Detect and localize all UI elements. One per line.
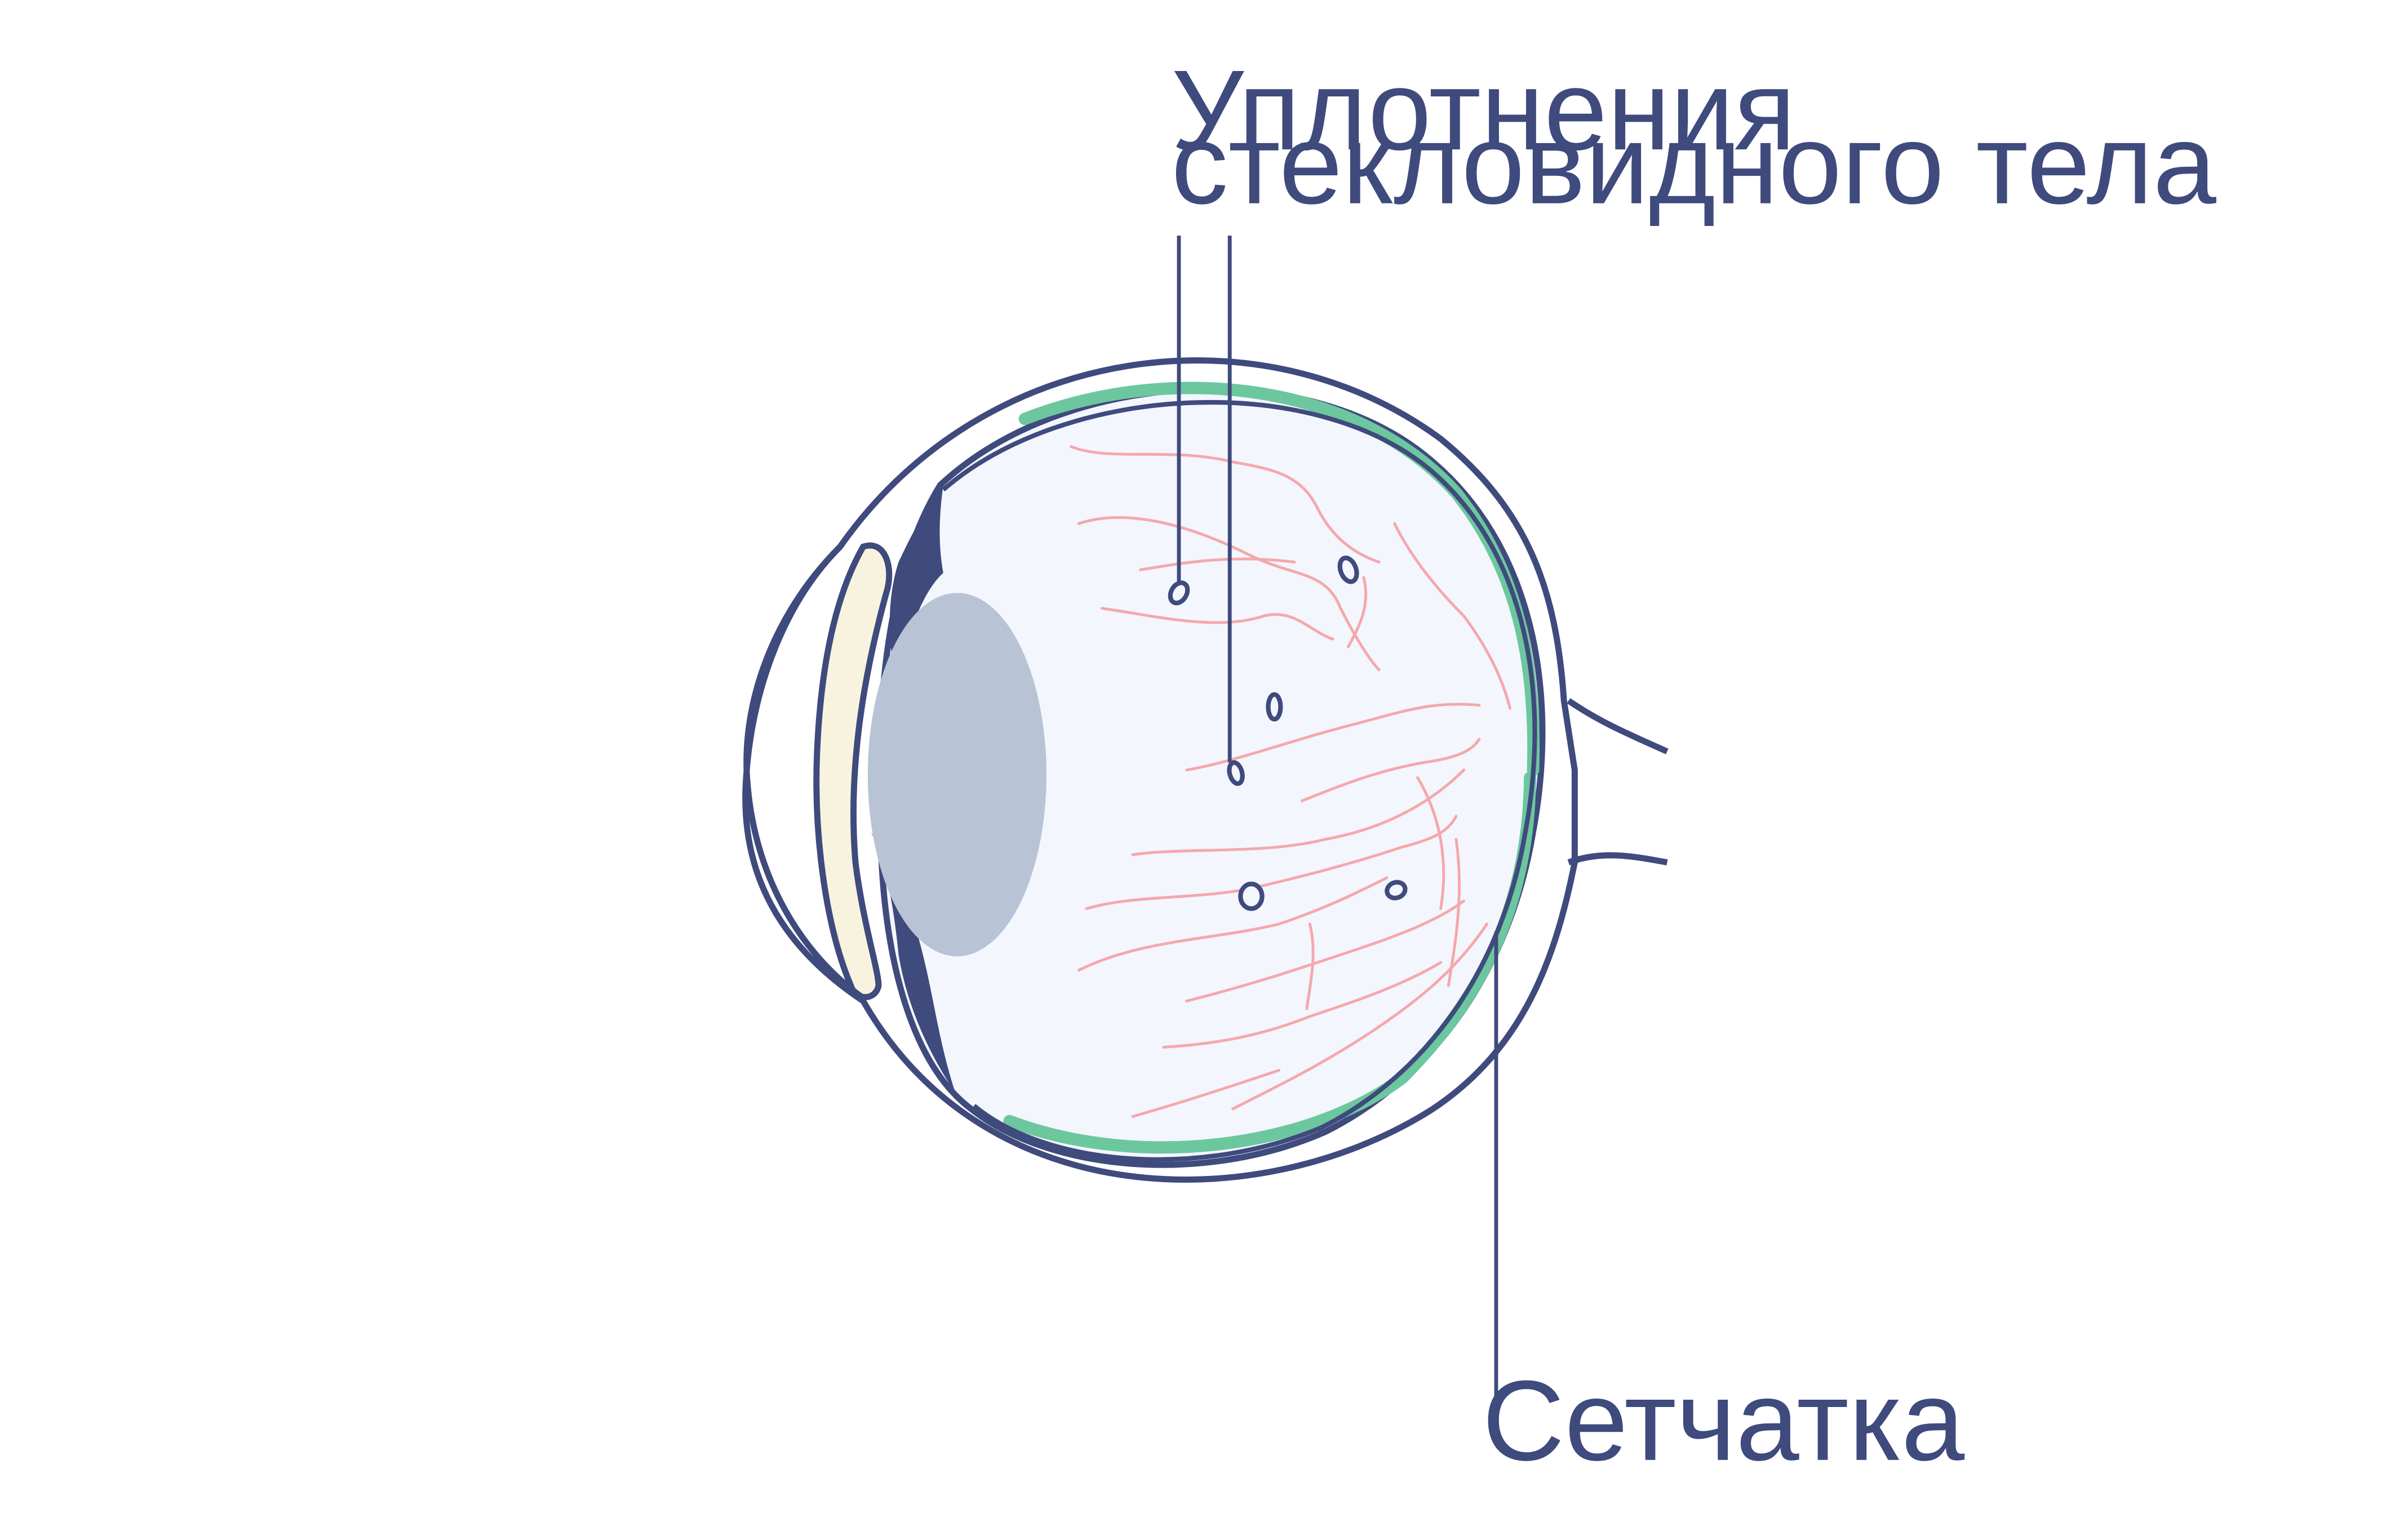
- blood-vessels: [1070, 445, 1512, 1118]
- lens: [867, 593, 1046, 957]
- retina-inner-outline: [942, 400, 1537, 1162]
- retina-layer-lower: [1003, 771, 1537, 1154]
- leader-lines: [1177, 236, 1498, 1402]
- floater-icon: [1266, 692, 1283, 722]
- label-vitreous-densities-line2: стекловидного тела: [1171, 100, 2216, 228]
- label-retina: Сетчатка: [1482, 1357, 1964, 1484]
- cornea-outer: [743, 544, 865, 1001]
- optic-nerve-upper: [1567, 698, 1669, 755]
- floater-icon: [1238, 881, 1265, 911]
- floater-icon: [1385, 880, 1408, 900]
- floater-icon: [1168, 580, 1190, 606]
- floater-icon: [1337, 556, 1359, 584]
- floaters: [1168, 556, 1408, 911]
- label-vitreous-densities-line1: Уплотнения: [1171, 46, 1795, 174]
- cornea: [813, 542, 893, 1001]
- optic-nerve-lower: [1567, 852, 1668, 866]
- floater-icon: [1227, 760, 1245, 786]
